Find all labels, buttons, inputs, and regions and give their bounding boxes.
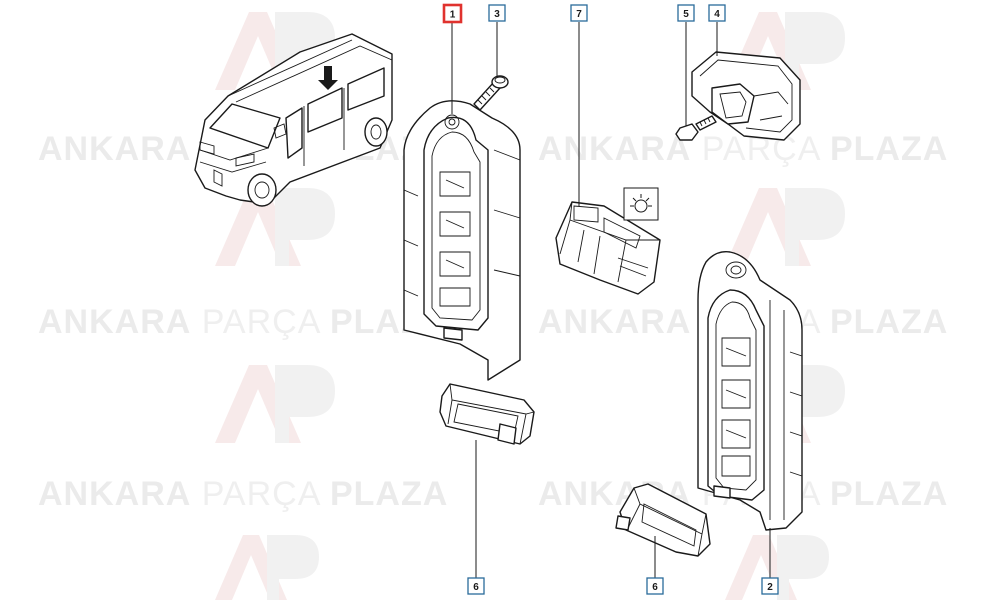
tail-lamp-right (697, 251, 803, 531)
license-lamp-right (615, 483, 711, 557)
callout-7[interactable]: 7 (570, 4, 588, 22)
small-screw (675, 115, 717, 141)
watermark-text: ANKARA PARÇA PLAZA (38, 475, 448, 513)
callout-label: 3 (494, 9, 500, 20)
callout-3[interactable]: 3 (488, 4, 506, 22)
leader-lines (451, 22, 771, 578)
callout-2[interactable]: 2 (761, 577, 779, 595)
watermark-layer: ANKARA PARÇA PLAZA ANKARA PARÇA PLAZA AN… (38, 12, 948, 600)
lamp-holder (691, 51, 801, 141)
screw (473, 75, 509, 111)
callout-6-left[interactable]: 6 (467, 577, 485, 595)
callout-label: 4 (714, 9, 720, 20)
license-lamp-left (439, 383, 535, 445)
callout-label: 2 (767, 582, 773, 593)
callout-6-right[interactable]: 6 (646, 577, 664, 595)
connector-block (555, 187, 661, 295)
lamp-icon (623, 187, 659, 221)
callout-label: 6 (473, 582, 479, 593)
callout-1[interactable]: 1 (442, 3, 463, 24)
van-illustration (194, 33, 393, 207)
callout-5[interactable]: 5 (677, 4, 695, 22)
callout-label: 1 (450, 10, 456, 21)
watermark-text: ANKARA PARÇA PLAZA (38, 303, 448, 341)
callout-label: 6 (652, 582, 658, 593)
callout-4[interactable]: 4 (708, 4, 726, 22)
arrow-down-icon (318, 66, 338, 90)
tail-lamp-left (403, 100, 521, 381)
callout-label: 5 (683, 9, 689, 20)
callout-label: 7 (576, 9, 582, 20)
watermark-text: ANKARA PARÇA PLAZA (538, 130, 948, 168)
